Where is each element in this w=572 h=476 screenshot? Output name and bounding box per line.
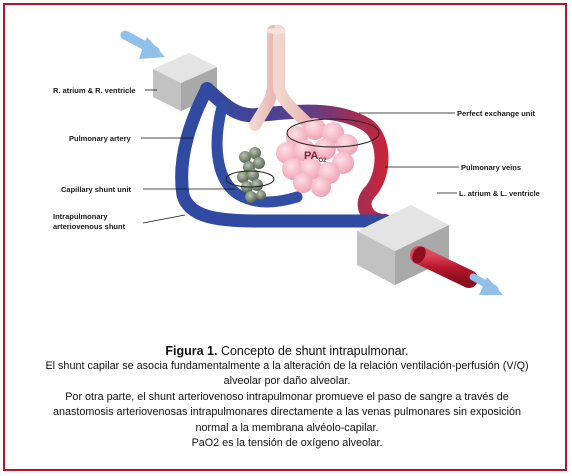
- caption-line-5: normal a la membrana alvéolo-capilar.: [195, 421, 379, 434]
- vessel-loop: [175, 82, 392, 228]
- alveoli-cluster: PAO2: [276, 118, 358, 197]
- figure-caption: Figura 1. Concepto de shunt intrapulmona…: [13, 343, 561, 451]
- label-pulmonary-artery: Pulmonary artery: [69, 134, 132, 143]
- label-perfect-exchange: Perfect exchange unit: [457, 109, 535, 118]
- exchange-ring: [286, 118, 380, 148]
- caption-line-3: Por otra parte, el shunt arteriovenoso i…: [65, 390, 509, 403]
- caption-line-4: anastomosis arteriovenosas intrapulmonar…: [52, 406, 522, 419]
- collapsed-alveoli: [237, 147, 266, 203]
- label-right-atrium: R. atrium & R. ventricle: [53, 86, 136, 95]
- caption-title: Figura 1. Concepto de shunt intrapulmona…: [13, 343, 561, 359]
- caption-line-1: El shunt capilar se asocia fundamentalme…: [45, 360, 529, 372]
- figure-frame: PAO2: [3, 3, 567, 471]
- caption-line-6: PaO2 es la tensión de oxígeno alveolar.: [191, 437, 383, 450]
- right-atrium-box: [153, 53, 217, 111]
- caption-line-2: alveolar por daño alveolar.: [223, 375, 351, 388]
- outflow-artery: [410, 246, 503, 295]
- figure-title: Concepto de shunt intrapulmonar.: [217, 344, 409, 358]
- airway: [249, 25, 313, 131]
- leader-lines: [141, 89, 459, 224]
- diagram-area: PAO2: [7, 7, 563, 347]
- shunt-diagram: PAO2: [53, 25, 540, 295]
- figure-number: Figura 1.: [165, 344, 218, 358]
- capillary-ring: [225, 170, 275, 188]
- inflow-arrow: [120, 30, 165, 59]
- label-left-atrium: L. atrium & L. ventricle: [459, 189, 540, 198]
- label-pulmonary-veins: Pulmonary veins: [461, 163, 521, 172]
- label-capillary-shunt: Capillary shunt unit: [61, 185, 132, 194]
- label-intrapulmonary-2: arteriovenous shunt: [53, 222, 126, 231]
- label-intrapulmonary-1: Intrapulmonary: [53, 212, 108, 221]
- pao2-label: PAO2: [304, 150, 327, 164]
